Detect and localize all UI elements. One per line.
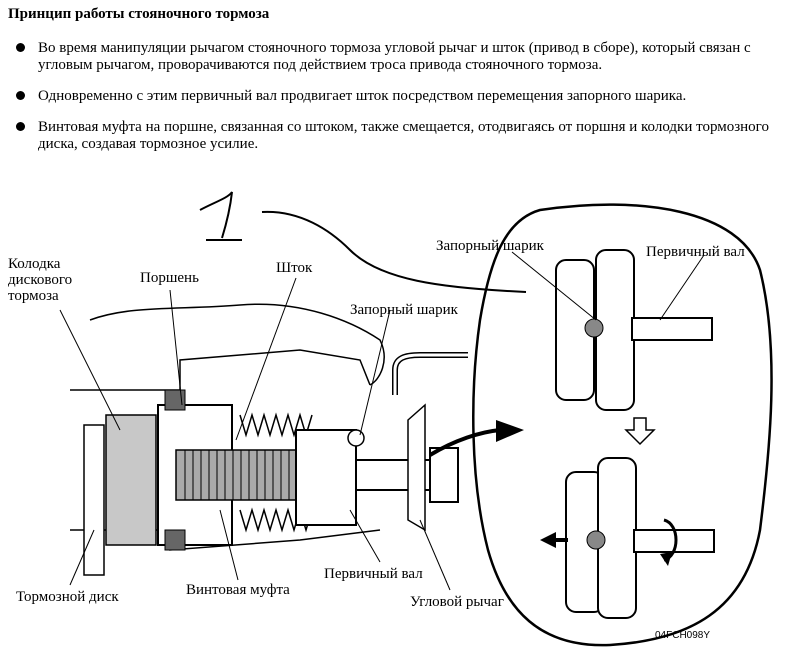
brake-pad [105, 414, 157, 546]
label-screw-sleeve: Винтовая муфта [186, 582, 290, 598]
left-arrow-icon [540, 532, 556, 548]
bullet-text: Винтовая муфта на поршне, связанная со ш… [38, 119, 769, 152]
brake-disc [83, 424, 105, 576]
bullet-list: Во время манипуляции рычагом стояночного… [14, 40, 794, 167]
angle-lever [407, 403, 426, 532]
page-title: Принцип работы стояночного тормоза [8, 6, 270, 22]
input-shaft [355, 459, 442, 491]
piston-seal-top [164, 389, 186, 411]
rod-body [295, 429, 357, 526]
label-rod: Шток [276, 260, 313, 276]
label-angle-lever: Угловой рычаг [410, 594, 504, 610]
bullet-text: Одновременно с этим первичный вал продви… [38, 88, 687, 104]
screw-sleeve [175, 449, 297, 501]
label-brake-disc: Тормозной диск [16, 589, 119, 605]
lock-ball-detail [584, 318, 604, 338]
shaft-nut [429, 447, 459, 503]
bullet-item: Одновременно с этим первичный вал продви… [14, 88, 794, 105]
figure-code: 04FCH098Y [655, 630, 711, 641]
label-lock-ball-detail: Запорный шарик [436, 238, 544, 254]
handwritten-enclosure [472, 203, 773, 647]
label-lock-ball: Запорный шарик [350, 302, 458, 318]
bullet-item: Во время манипуляции рычагом стояночного… [14, 40, 794, 74]
direction-arrow [428, 428, 501, 457]
bullet-text: Во время манипуляции рычагом стояночного… [38, 40, 751, 73]
brake-mechanism-drawing [59, 191, 773, 647]
piston-seal-bottom [164, 529, 186, 551]
bullet-dot-icon [16, 43, 25, 52]
handwritten-curve [261, 210, 527, 293]
bullet-dot-icon [16, 122, 25, 131]
label-input-shaft-detail: Первичный вал [646, 244, 745, 260]
leader-lines [59, 251, 705, 591]
handwritten-one-icon [199, 191, 233, 239]
brake-diagram: Колодка дискового тормоза Поршень Шток З… [0, 190, 800, 656]
input-shaft-detail [631, 317, 713, 341]
bullet-item: Винтовая муфта на поршне, связанная со ш… [14, 119, 794, 153]
label-brake-pad: Колодка дискового тормоза [8, 256, 73, 304]
detail-view-bottom [540, 457, 715, 619]
label-piston: Поршень [140, 270, 199, 286]
bullet-dot-icon [16, 91, 25, 100]
detail-view-top [555, 249, 713, 411]
lock-ball [347, 429, 365, 447]
down-arrow-icon [624, 417, 656, 446]
label-input-shaft: Первичный вал [324, 566, 423, 582]
